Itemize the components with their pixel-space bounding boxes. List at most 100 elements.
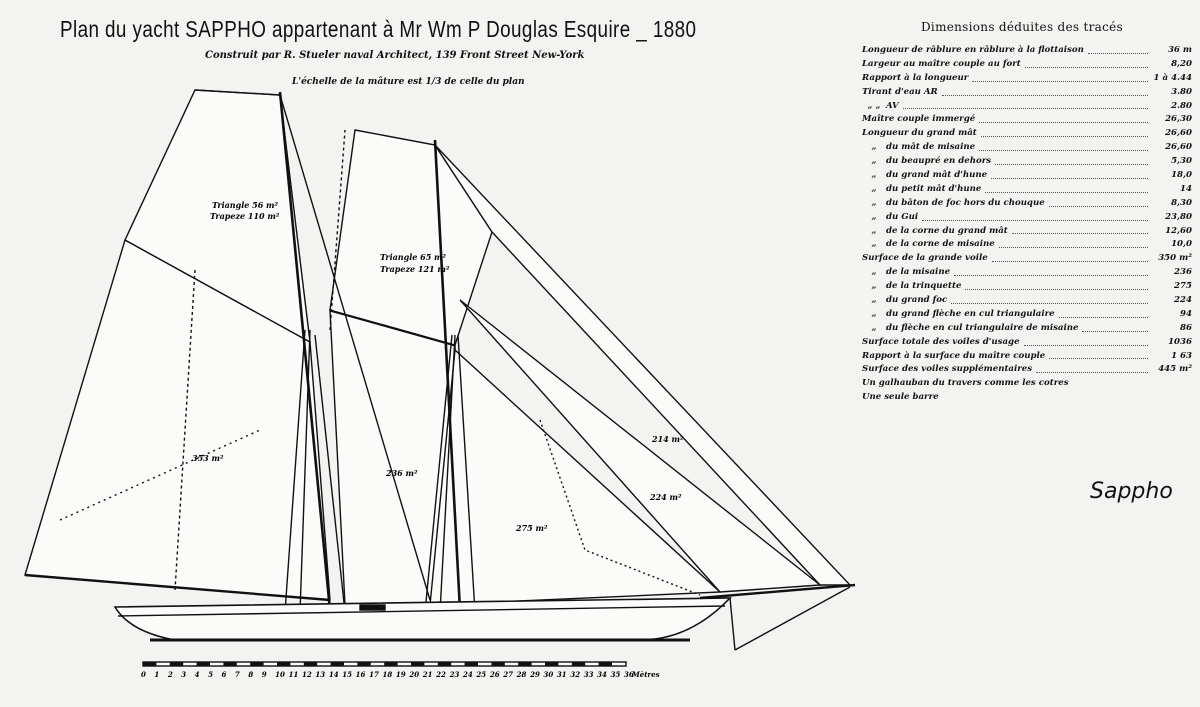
leader-dots	[951, 294, 1148, 304]
leader-dots	[1024, 58, 1148, 68]
dimension-row: „ de la corne de misaine 10,0	[862, 238, 1192, 252]
main-boom	[24, 573, 331, 602]
scale-tick-label: 18	[383, 670, 393, 679]
ditto-mark: „	[871, 170, 877, 181]
dimension-row: „ de la misaine 236	[862, 266, 1192, 280]
scale-tick-label: 32	[570, 670, 580, 679]
leader-dots	[965, 280, 1148, 291]
dimension-value: 14	[1180, 183, 1192, 194]
dimension-value: 86	[1180, 322, 1192, 333]
dimension-value: 350 m²	[1158, 253, 1192, 264]
main-topsail-yard	[194, 89, 281, 96]
dimension-value: 445 m²	[1158, 364, 1192, 375]
scale-tick-label: 14	[329, 670, 339, 679]
dimension-value: 5,30	[1171, 156, 1192, 167]
leader-dots	[991, 252, 1148, 263]
dimension-row: „ du grand flèche en cul triangulaire 94	[862, 308, 1192, 322]
drawing-title: Plan du yacht SAPPHO appartenant à Mr Wm…	[60, 16, 697, 42]
main-topsail-triangle-label: Triangle 56 m²	[212, 200, 279, 210]
dimension-label: Longueur du grand mât	[862, 128, 977, 139]
dimension-label: de la corne de misaine	[886, 239, 995, 250]
dimensions-title: Dimensions déduites des tracés	[921, 20, 1123, 34]
ditto-mark: „	[871, 156, 877, 167]
dimension-label: de la trinquette	[886, 281, 962, 292]
leader-dots	[998, 238, 1148, 249]
scale-tick-label: 6	[222, 670, 227, 679]
dimension-value: 1 à 4.44	[1153, 72, 1192, 83]
dimension-value: 275	[1174, 281, 1192, 292]
dimension-value: 8,30	[1171, 197, 1192, 208]
jib-topsail-area-label: 214 m²	[651, 434, 684, 444]
scale-tick-label: 17	[369, 670, 379, 679]
dimension-value: 10,0	[1171, 239, 1192, 250]
leader-dots	[979, 113, 1148, 124]
ditto-mark: „	[871, 322, 877, 333]
dimension-label: Surface totale des voiles d'usage	[862, 336, 1020, 347]
jib	[459, 299, 822, 593]
leader-dots	[954, 266, 1148, 277]
jib-area-label: 224 m²	[649, 492, 682, 502]
scale-tick-label: 35	[611, 670, 621, 679]
scale-tick-label: 2	[167, 670, 173, 679]
dimension-label: de la corne du grand mât	[886, 225, 1008, 236]
dimension-value: 94	[1180, 308, 1192, 319]
dimension-value: 26,60	[1165, 128, 1192, 139]
ditto-mark: „	[871, 308, 877, 319]
main-mast	[278, 91, 332, 611]
leader-dots	[1011, 225, 1148, 235]
scale-tick-label: 10	[275, 670, 285, 679]
scale-tick-label: 36	[624, 670, 634, 679]
dimension-label: Longueur de râblure en râblure à la flot…	[862, 45, 1084, 55]
leader-dots	[972, 72, 1148, 82]
scale-tick-label: 5	[208, 670, 213, 679]
scale-tick-label: 27	[502, 670, 513, 679]
staysail	[429, 348, 722, 606]
dimension-label: AV	[886, 100, 899, 111]
ditto-mark: „ „	[867, 100, 881, 111]
leader-dots	[902, 100, 1148, 110]
scale-tick-label: 30	[544, 670, 554, 679]
scale-tick-label: 7	[235, 670, 240, 679]
dimension-row: Un galhauban du travers comme les cotres	[862, 377, 1192, 391]
scale-tick-label: 4	[195, 670, 200, 679]
dimension-row: Longueur de râblure en râblure à la flot…	[862, 44, 1192, 58]
ditto-mark: „	[871, 239, 877, 250]
leader-dots	[1082, 322, 1148, 332]
dimension-label: du beaupré en dehors	[886, 156, 992, 167]
ditto-mark: „	[871, 142, 877, 153]
dimension-value: 8,20	[1171, 58, 1192, 69]
scale-tick-label: 21	[422, 670, 433, 679]
dimension-value: 18,0	[1171, 170, 1192, 181]
ditto-mark: „	[871, 183, 877, 194]
dimension-value: 3.80	[1171, 86, 1192, 97]
dimension-value: 26,60	[1165, 142, 1192, 153]
dimension-label: du grand mât d'hune	[886, 170, 988, 181]
caption: Sappho	[1090, 479, 1173, 504]
scale-tick-label: 16	[356, 670, 366, 679]
scale-tick-label: 22	[435, 670, 446, 679]
dimension-label: Une seule barre	[862, 392, 939, 403]
dimension-label: du grand flèche en cul triangulaire	[886, 308, 1055, 319]
dimension-value: 23,80	[1165, 211, 1192, 222]
scale-tick-label: 9	[262, 670, 267, 679]
leader-dots	[995, 155, 1148, 166]
scale-tick-label: 28	[516, 670, 527, 679]
leader-dots	[1036, 363, 1148, 374]
ditto-mark: „	[871, 267, 877, 278]
ditto-mark: „	[871, 281, 877, 292]
dimension-label: de la misaine	[886, 267, 951, 278]
dimension-value: 236	[1174, 267, 1192, 278]
dimension-label: du flèche en cul triangulaire de misaine	[886, 322, 1079, 333]
scale-tick-label: 11	[289, 670, 299, 679]
ditto-mark: „	[871, 197, 877, 208]
